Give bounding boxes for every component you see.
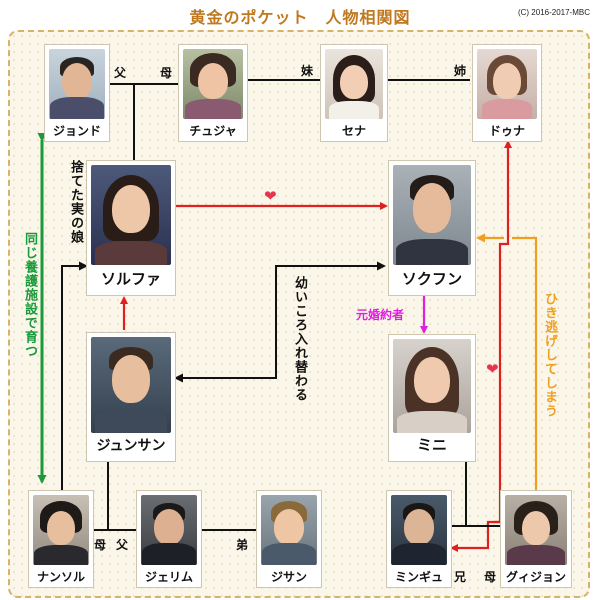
person-card-jondo: ジョンド [44,44,110,142]
label-father-bottom: 父 [116,538,129,552]
portrait-jisan [261,495,317,565]
arrow-hit-and-run [478,238,538,490]
label-abandoned-daughter: 捨てた実の娘 [68,160,83,244]
name-sokfun: ソクフン [401,270,463,288]
name-mingyu: ミンギュ [394,570,443,584]
name-duna: ドゥナ [488,124,525,138]
label-raised-same-orphanage: 同じ養護施設で育つ [22,232,37,358]
person-card-duna: ドゥナ [472,44,542,142]
person-card-gwijon: グィジョン [500,490,572,588]
arrow-to-duna [494,140,512,524]
arrow-nansol-solfa [61,261,88,490]
person-card-mingyu: ミンギュ [386,490,452,588]
portrait-junsan [91,337,171,433]
label-hit-and-run: ひき逃げしてしまう [542,292,557,418]
label-father-top: 父 [114,66,127,80]
person-card-jisan: ジサン [256,490,322,588]
name-mini: ミニ [416,436,447,454]
portrait-mini [393,339,471,433]
portrait-chujya [183,49,243,119]
portrait-mingyu [391,495,447,565]
name-nansol: ナンソル [36,570,85,584]
person-card-jerimu: ジェリム [136,490,202,588]
portrait-gwijon [505,495,567,565]
person-card-nansol: ナンソル [28,490,94,588]
person-card-junsan: ジュンサン [86,332,176,462]
person-card-sena: セナ [320,44,388,142]
portrait-nansol [33,495,89,565]
portrait-sena [325,49,383,119]
arrow-swap-to-junsan [174,346,277,383]
portrait-solfa [91,165,171,265]
name-gwijon: グィジョン [505,570,566,584]
portrait-jondo [49,49,105,119]
copyright-notice: (C) 2016-2017-MBC [517,8,590,17]
portrait-jerimu [141,495,197,565]
person-card-mini: ミニ [388,334,476,462]
label-younger-brother: 弟 [236,538,249,552]
name-jisan: ジサン [270,570,307,584]
name-chujya: チュジャ [189,124,237,138]
arrow-swap-to-sokfun [275,261,386,346]
portrait-sokfun [393,165,471,265]
heart-icon: ❤ [264,187,277,205]
heart-icon: ❤ [486,360,499,378]
label-mother-gwijon: 母 [484,570,497,584]
label-younger-sister: 妹 [301,64,314,78]
person-card-sokfun: ソクフン [388,160,476,296]
name-sena: セナ [341,124,366,138]
label-older-brother: 兄 [454,570,467,584]
label-mother-top: 母 [160,66,173,80]
label-older-sister: 姉 [454,64,467,78]
arrow-to-mingyu [450,520,500,552]
person-card-chujya: チュジャ [178,44,248,142]
label-swapped-in-childhood: 幼いころ入れ替わる [292,276,307,402]
name-solfa: ソルファ [100,270,161,288]
person-card-solfa: ソルファ [86,160,176,296]
label-mother-bottom: 母 [94,538,107,552]
diagram-title: 黄金のポケット 人物相関図 [189,8,411,27]
name-jerimu: ジェリム [144,570,193,584]
name-junsan: ジュンサン [96,438,166,454]
portrait-duna [477,49,537,119]
label-ex-fiance: 元婚約者 [356,308,405,322]
name-jondo: ジョンド [52,124,101,138]
